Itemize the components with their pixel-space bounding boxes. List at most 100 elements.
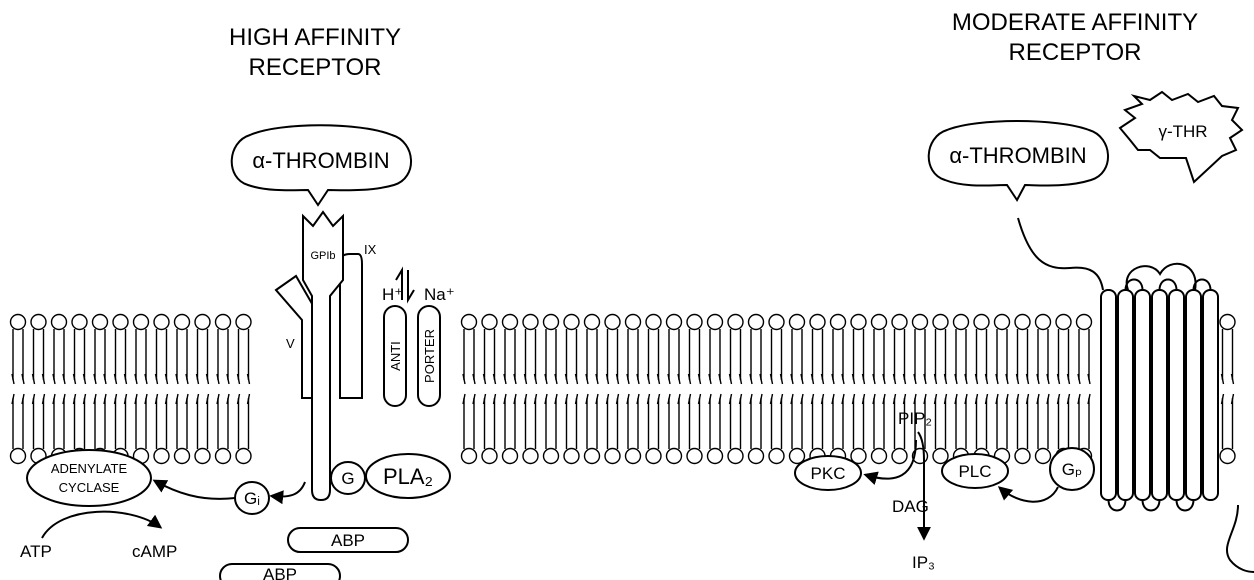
phospholipid xyxy=(216,315,231,464)
high-affinity-heading-line2: RECEPTOR xyxy=(249,54,382,81)
receptor-loop xyxy=(1109,500,1126,511)
gp-protein: Gₚ xyxy=(1050,448,1094,490)
phospholipid xyxy=(462,315,477,464)
alpha-thrombin-right: α-THROMBIN xyxy=(929,121,1108,200)
plc: PLC xyxy=(942,454,1008,488)
pla2-label: PLA₂ xyxy=(383,464,433,489)
transmembrane-helix xyxy=(1152,290,1167,500)
abp-label-2: ABP xyxy=(263,565,297,580)
phospholipid xyxy=(93,315,108,464)
phospholipid xyxy=(52,315,67,464)
transmembrane-helix xyxy=(1135,290,1150,500)
adenylate-label: ADENYLATE xyxy=(51,461,128,476)
phospholipid xyxy=(482,315,497,464)
gi-to-cyclase-arrow xyxy=(155,481,235,499)
phospholipid xyxy=(1036,315,1051,464)
phospholipid xyxy=(892,315,907,464)
transmembrane-helix xyxy=(1186,290,1201,500)
ip3-label: IP₃ xyxy=(912,553,935,572)
phospholipid xyxy=(1015,315,1030,464)
receptor-loop xyxy=(1177,500,1194,511)
moderate-affinity-heading-line1: MODERATE AFFINITY xyxy=(952,9,1198,36)
alpha-thrombin-left: α-THROMBIN xyxy=(232,125,411,205)
phospholipid xyxy=(872,315,887,464)
gi-protein: Gᵢ xyxy=(235,482,269,514)
gp-ix-label: IX xyxy=(364,242,377,257)
phospholipid xyxy=(790,315,805,464)
phospholipid xyxy=(503,315,518,464)
plc-label: PLC xyxy=(958,462,991,481)
phospholipid xyxy=(154,315,169,464)
gp-label: Gₚ xyxy=(1062,460,1083,479)
phospholipid xyxy=(134,315,149,464)
phospholipid xyxy=(954,315,969,464)
phospholipid xyxy=(523,315,538,464)
h-plus-label: H⁺ xyxy=(382,285,403,304)
gp-to-plc-arrow xyxy=(1000,487,1058,502)
phospholipid xyxy=(11,315,26,464)
phospholipid xyxy=(749,315,764,464)
receptor-extracellular-loop xyxy=(1127,264,1196,290)
gp-v-label: V xyxy=(286,336,295,351)
phospholipid xyxy=(1056,315,1071,464)
seven-transmembrane-receptor xyxy=(1101,264,1218,511)
gi-label: Gᵢ xyxy=(244,489,260,508)
phospholipid xyxy=(974,315,989,464)
phospholipid xyxy=(585,315,600,464)
pkc-label: PKC xyxy=(811,464,846,483)
phospholipid xyxy=(626,315,641,464)
phospholipid xyxy=(913,315,928,464)
pkc: PKC xyxy=(795,456,861,490)
transmembrane-helix xyxy=(1169,290,1184,500)
receptor-c-terminus xyxy=(1227,505,1254,572)
anti-label: ANTI xyxy=(388,341,403,371)
phospholipid xyxy=(605,315,620,464)
phospholipid xyxy=(995,315,1010,464)
atp-to-camp-arrow xyxy=(42,512,160,538)
gpib-to-gi-arrow xyxy=(272,482,305,497)
gpib-complex: V IX GPIb xyxy=(276,212,377,500)
na-h-antiporter: H⁺ Na⁺ ANTI PORTER xyxy=(382,270,455,406)
phospholipid xyxy=(1077,315,1092,464)
receptor-n-terminus xyxy=(1018,218,1103,290)
phospholipid xyxy=(831,315,846,464)
phospholipid xyxy=(810,315,825,464)
transmembrane-helix xyxy=(1101,290,1116,500)
abp-box-2: ABP xyxy=(220,564,340,580)
phospholipid xyxy=(175,315,190,464)
abp-label-1: ABP xyxy=(331,531,365,550)
phospholipid xyxy=(72,315,87,464)
high-affinity-heading-line1: HIGH AFFINITY xyxy=(229,24,401,51)
abp-box-1: ABP xyxy=(288,528,408,552)
gpib-label: GPIb xyxy=(310,250,335,262)
na-plus-label: Na⁺ xyxy=(424,285,455,304)
phospholipid xyxy=(851,315,866,464)
cyclase-label: CYCLASE xyxy=(59,480,120,495)
phospholipid xyxy=(667,315,682,464)
phospholipid xyxy=(687,315,702,464)
phospholipid xyxy=(769,315,784,464)
pip2-label: PIP₂ xyxy=(898,409,932,428)
camp-label: cAMP xyxy=(132,542,177,561)
g-label: G xyxy=(341,469,354,488)
moderate-affinity-heading-line2: RECEPTOR xyxy=(1009,39,1142,66)
porter-label: PORTER xyxy=(422,329,437,383)
phospholipid xyxy=(646,315,661,464)
atp-label: ATP xyxy=(20,542,52,561)
transmembrane-helix xyxy=(1118,290,1133,500)
adenylate-cyclase: ADENYLATE CYCLASE xyxy=(27,450,151,506)
phospholipid xyxy=(544,315,559,464)
gamma-thrombin: γ-THR xyxy=(1120,92,1242,182)
gamma-thrombin-label: γ-THR xyxy=(1158,122,1207,141)
phospholipid xyxy=(933,315,948,464)
phospholipid xyxy=(31,315,46,464)
g-protein: G xyxy=(331,462,365,494)
phospholipid xyxy=(564,315,579,464)
receptor-loop xyxy=(1160,280,1177,291)
lipid-bilayer xyxy=(11,315,1236,464)
phospholipid xyxy=(195,315,210,464)
receptor-loop xyxy=(1143,500,1160,511)
pla2: PLA₂ xyxy=(366,454,450,498)
phospholipid xyxy=(1220,315,1235,464)
